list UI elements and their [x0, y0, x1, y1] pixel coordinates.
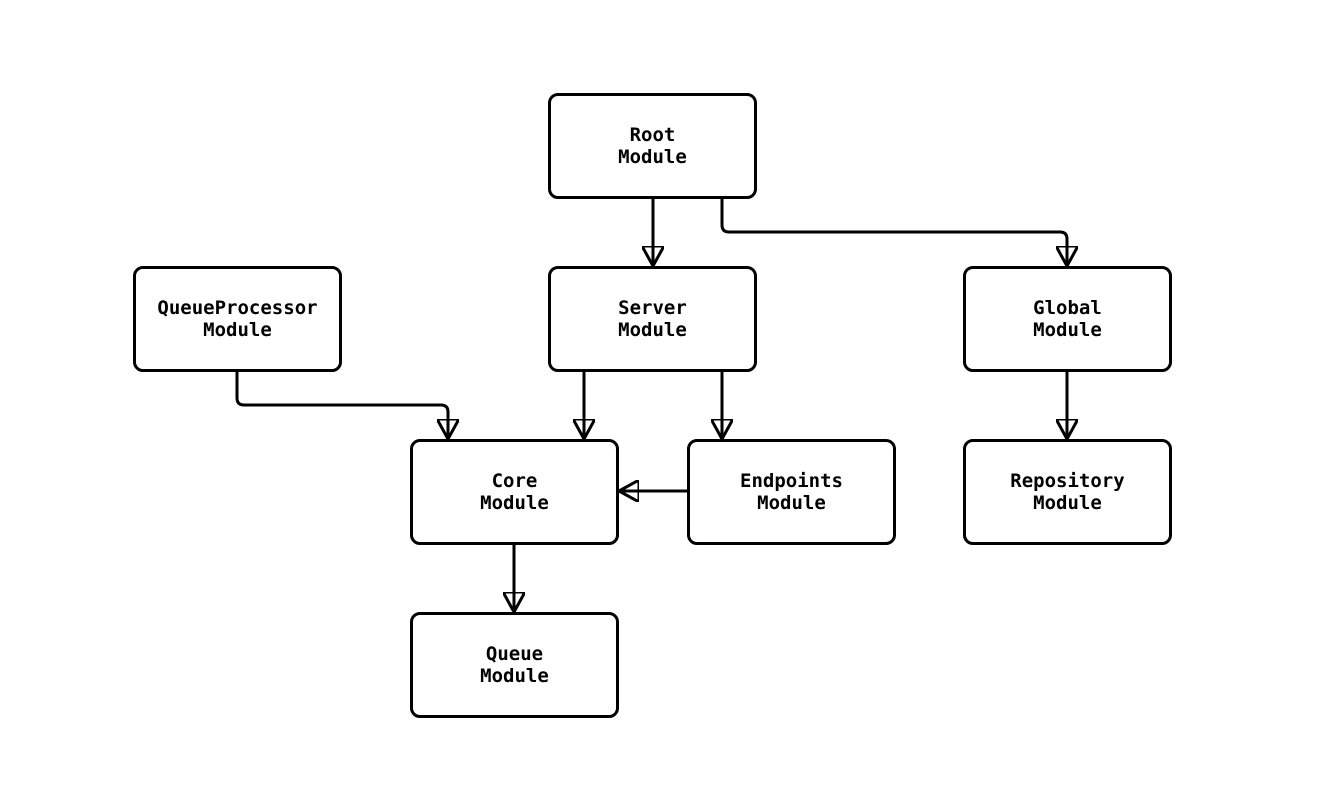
node-endpoints-module: Endpoints Module	[687, 439, 896, 545]
node-core-module: Core Module	[410, 439, 619, 545]
node-label: Core	[491, 470, 538, 492]
node-label: Module	[1033, 319, 1102, 341]
node-label: Endpoints	[740, 470, 843, 492]
node-label: Module	[203, 319, 272, 341]
node-root-module: Root Module	[548, 93, 757, 199]
node-label: Module	[480, 492, 549, 514]
node-server-module: Server Module	[548, 266, 757, 372]
edge-queueprocessor-to-core	[235, 372, 448, 439]
node-label: Queue	[485, 643, 544, 665]
node-queueprocessor-module: QueueProcessor Module	[133, 266, 342, 372]
edge-root-to-global	[720, 199, 1067, 266]
node-queue-module: Queue Module	[410, 612, 619, 718]
node-label: Root	[629, 124, 676, 146]
node-label: Server	[618, 297, 687, 319]
node-global-module: Global Module	[963, 266, 1172, 372]
node-label: Module	[618, 146, 687, 168]
node-label: Module	[618, 319, 687, 341]
node-label: Repository	[1010, 470, 1125, 492]
node-label: QueueProcessor	[157, 297, 318, 319]
node-label: Module	[757, 492, 826, 514]
node-label: Module	[480, 665, 549, 687]
node-repository-module: Repository Module	[963, 439, 1172, 545]
node-label: Global	[1033, 297, 1102, 319]
node-label: Module	[1033, 492, 1102, 514]
